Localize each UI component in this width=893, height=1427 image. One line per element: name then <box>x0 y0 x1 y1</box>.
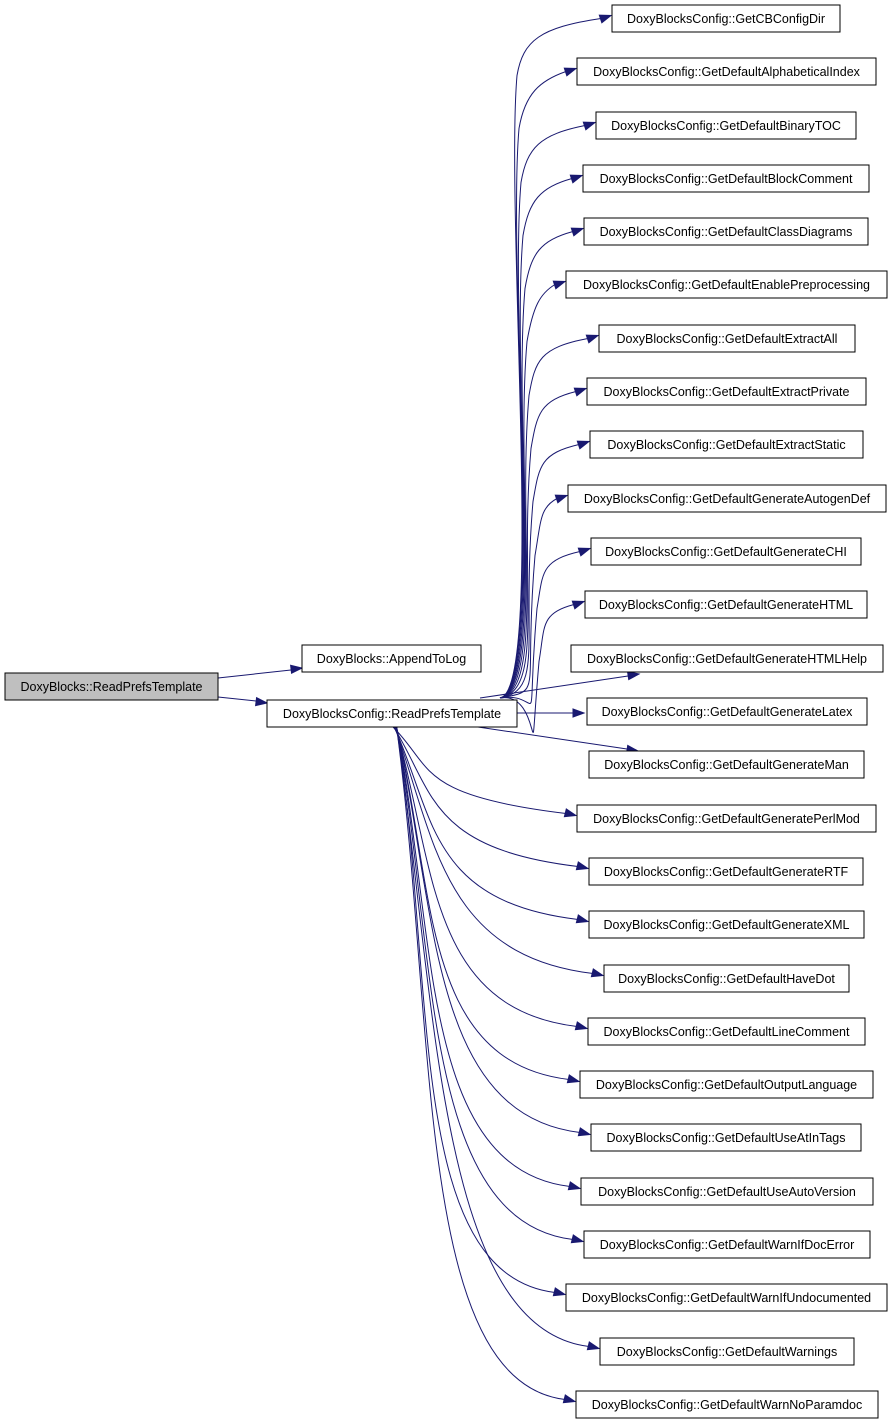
node-get-default-generate-chi[interactable]: DoxyBlocksConfig::GetDefaultGenerateCHI <box>590 537 862 566</box>
edge-to-get-default-line-comment <box>394 726 589 1031</box>
edge-to-get-default-extract-all <box>499 334 600 699</box>
node-get-default-warn-if-undocumented-label: DoxyBlocksConfig::GetDefaultWarnIfUndocu… <box>582 1291 871 1305</box>
node-get-default-class-diagrams[interactable]: DoxyBlocksConfig::GetDefaultClassDiagram… <box>583 217 869 246</box>
node-get-default-warn-no-paramdoc[interactable]: DoxyBlocksConfig::GetDefaultWarnNoParamd… <box>575 1390 879 1419</box>
node-get-default-binary-toc[interactable]: DoxyBlocksConfig::GetDefaultBinaryTOC <box>595 111 857 140</box>
edge-to-get-default-have-dot <box>394 726 605 978</box>
edge-to-get-default-block-comment <box>499 174 584 699</box>
node-get-default-block-comment-label: DoxyBlocksConfig::GetDefaultBlockComment <box>600 172 853 186</box>
node-get-default-warnings[interactable]: DoxyBlocksConfig::GetDefaultWarnings <box>599 1337 855 1366</box>
node-get-default-generate-perl-mod-label: DoxyBlocksConfig::GetDefaultGeneratePerl… <box>593 812 860 826</box>
node-get-default-enable-preprocessing[interactable]: DoxyBlocksConfig::GetDefaultEnablePrepro… <box>565 270 888 299</box>
edge-to-get-default-use-auto-version <box>396 726 582 1191</box>
node-get-default-generate-rtf-label: DoxyBlocksConfig::GetDefaultGenerateRTF <box>604 865 849 879</box>
node-get-default-block-comment[interactable]: DoxyBlocksConfig::GetDefaultBlockComment <box>582 164 870 193</box>
node-get-default-use-auto-version[interactable]: DoxyBlocksConfig::GetDefaultUseAutoVersi… <box>580 1177 874 1206</box>
node-get-default-generate-latex[interactable]: DoxyBlocksConfig::GetDefaultGenerateLate… <box>586 697 868 726</box>
node-get-default-alphabetical-index-label: DoxyBlocksConfig::GetDefaultAlphabetical… <box>593 65 861 79</box>
edge-to-get-default-warn-if-doc-error <box>396 726 585 1244</box>
node-get-default-binary-toc-label: DoxyBlocksConfig::GetDefaultBinaryTOC <box>611 119 841 133</box>
node-get-default-extract-private-label: DoxyBlocksConfig::GetDefaultExtractPriva… <box>604 385 850 399</box>
edge-to-get-default-enable-preprocessing <box>499 280 567 699</box>
edge-to-get-default-binary-toc <box>499 121 597 699</box>
edge-to-get-default-use-at-in-tags <box>396 726 592 1137</box>
node-get-default-output-language-label: DoxyBlocksConfig::GetDefaultOutputLangua… <box>596 1078 857 1092</box>
edge-to-get-cb-config-dir <box>499 14 613 699</box>
node-get-default-generate-man-label: DoxyBlocksConfig::GetDefaultGenerateMan <box>604 758 849 772</box>
node-get-default-use-at-in-tags[interactable]: DoxyBlocksConfig::GetDefaultUseAtInTags <box>590 1123 862 1152</box>
node-get-default-line-comment-label: DoxyBlocksConfig::GetDefaultLineComment <box>604 1025 850 1039</box>
node-config-read-prefs-template-label: DoxyBlocksConfig::ReadPrefsTemplate <box>283 707 501 721</box>
node-get-default-generate-xml[interactable]: DoxyBlocksConfig::GetDefaultGenerateXML <box>588 910 865 939</box>
node-get-default-extract-all[interactable]: DoxyBlocksConfig::GetDefaultExtractAll <box>598 324 856 353</box>
callee-nodes: DoxyBlocksConfig::GetCBConfigDirDoxyBloc… <box>565 4 888 1419</box>
edge-to-get-default-generate-latex <box>517 708 586 718</box>
node-get-default-generate-html-help-label: DoxyBlocksConfig::GetDefaultGenerateHTML… <box>587 652 867 666</box>
node-get-default-output-language[interactable]: DoxyBlocksConfig::GetDefaultOutputLangua… <box>579 1070 874 1099</box>
node-get-default-generate-xml-label: DoxyBlocksConfig::GetDefaultGenerateXML <box>604 918 850 932</box>
node-get-default-warnings-label: DoxyBlocksConfig::GetDefaultWarnings <box>617 1345 837 1359</box>
edge-to-get-default-generate-html <box>499 600 586 734</box>
node-get-cb-config-dir[interactable]: DoxyBlocksConfig::GetCBConfigDir <box>611 4 841 33</box>
node-get-default-class-diagrams-label: DoxyBlocksConfig::GetDefaultClassDiagram… <box>600 225 853 239</box>
node-get-default-have-dot-label: DoxyBlocksConfig::GetDefaultHaveDot <box>618 972 835 986</box>
node-get-default-generate-html-help[interactable]: DoxyBlocksConfig::GetDefaultGenerateHTML… <box>570 644 884 673</box>
node-get-default-use-at-in-tags-label: DoxyBlocksConfig::GetDefaultUseAtInTags <box>607 1131 846 1145</box>
node-get-cb-config-dir-label: DoxyBlocksConfig::GetCBConfigDir <box>627 12 825 26</box>
edge-to-get-default-class-diagrams <box>499 227 585 699</box>
node-get-default-extract-static-label: DoxyBlocksConfig::GetDefaultExtractStati… <box>607 438 845 452</box>
node-append-to-log[interactable]: DoxyBlocks::AppendToLog <box>301 644 482 673</box>
edge-to-get-default-warn-no-paramdoc <box>396 726 577 1404</box>
node-get-default-generate-html-label: DoxyBlocksConfig::GetDefaultGenerateHTML <box>599 598 853 612</box>
node-get-default-line-comment[interactable]: DoxyBlocksConfig::GetDefaultLineComment <box>587 1017 866 1046</box>
node-get-default-warn-if-doc-error-label: DoxyBlocksConfig::GetDefaultWarnIfDocErr… <box>600 1238 854 1252</box>
node-get-default-have-dot[interactable]: DoxyBlocksConfig::GetDefaultHaveDot <box>603 964 850 993</box>
edge-to-get-default-generate-rtf <box>393 726 590 871</box>
node-get-default-generate-rtf[interactable]: DoxyBlocksConfig::GetDefaultGenerateRTF <box>588 857 864 886</box>
node-get-default-enable-preprocessing-label: DoxyBlocksConfig::GetDefaultEnablePrepro… <box>583 278 870 292</box>
node-get-default-extract-private[interactable]: DoxyBlocksConfig::GetDefaultExtractPriva… <box>586 377 867 406</box>
node-get-default-generate-latex-label: DoxyBlocksConfig::GetDefaultGenerateLate… <box>602 705 854 719</box>
edge-to-get-default-generate-chi <box>499 547 592 704</box>
node-get-default-alphabetical-index[interactable]: DoxyBlocksConfig::GetDefaultAlphabetical… <box>576 57 877 86</box>
node-get-default-generate-autogen-def[interactable]: DoxyBlocksConfig::GetDefaultGenerateAuto… <box>567 484 887 513</box>
edge-root-to-append-to-log <box>217 664 304 679</box>
node-config-read-prefs-template[interactable]: DoxyBlocksConfig::ReadPrefsTemplate <box>266 699 518 728</box>
edge-to-get-default-extract-static <box>499 440 591 699</box>
node-get-default-generate-man[interactable]: DoxyBlocksConfig::GetDefaultGenerateMan <box>588 750 865 779</box>
node-get-default-extract-static[interactable]: DoxyBlocksConfig::GetDefaultExtractStati… <box>589 430 864 459</box>
edge-to-get-default-warn-if-undocumented <box>396 726 567 1297</box>
edge-to-get-default-extract-private <box>499 387 588 699</box>
edge-to-get-default-generate-xml <box>393 726 590 924</box>
node-get-default-warn-no-paramdoc-label: DoxyBlocksConfig::GetDefaultWarnNoParamd… <box>592 1398 862 1412</box>
node-get-default-use-auto-version-label: DoxyBlocksConfig::GetDefaultUseAutoVersi… <box>598 1185 856 1199</box>
edge-to-get-default-alphabetical-index <box>499 67 578 699</box>
node-get-default-extract-all-label: DoxyBlocksConfig::GetDefaultExtractAll <box>617 332 838 346</box>
node-get-default-warn-if-doc-error[interactable]: DoxyBlocksConfig::GetDefaultWarnIfDocErr… <box>583 1230 871 1259</box>
edge-to-get-default-output-language <box>395 726 581 1084</box>
edge-root-to-config-read-prefs <box>217 696 269 707</box>
node-get-default-generate-perl-mod[interactable]: DoxyBlocksConfig::GetDefaultGeneratePerl… <box>576 804 877 833</box>
node-get-default-generate-chi-label: DoxyBlocksConfig::GetDefaultGenerateCHI <box>605 545 847 559</box>
edge-to-get-default-generate-perl-mod <box>392 726 578 818</box>
node-get-default-warn-if-undocumented[interactable]: DoxyBlocksConfig::GetDefaultWarnIfUndocu… <box>565 1283 888 1312</box>
node-root-label: DoxyBlocks::ReadPrefsTemplate <box>20 680 202 694</box>
node-root[interactable]: DoxyBlocks::ReadPrefsTemplate <box>4 672 219 701</box>
edge-to-get-default-generate-man <box>477 726 640 754</box>
node-get-default-generate-html[interactable]: DoxyBlocksConfig::GetDefaultGenerateHTML <box>584 590 868 619</box>
node-get-default-generate-autogen-def-label: DoxyBlocksConfig::GetDefaultGenerateAuto… <box>584 492 871 506</box>
edge-to-get-default-warnings <box>396 726 601 1351</box>
call-graph-edges <box>217 14 641 1404</box>
edge-to-get-default-generate-html-help <box>479 671 641 699</box>
node-append-to-log-label: DoxyBlocks::AppendToLog <box>317 652 466 666</box>
